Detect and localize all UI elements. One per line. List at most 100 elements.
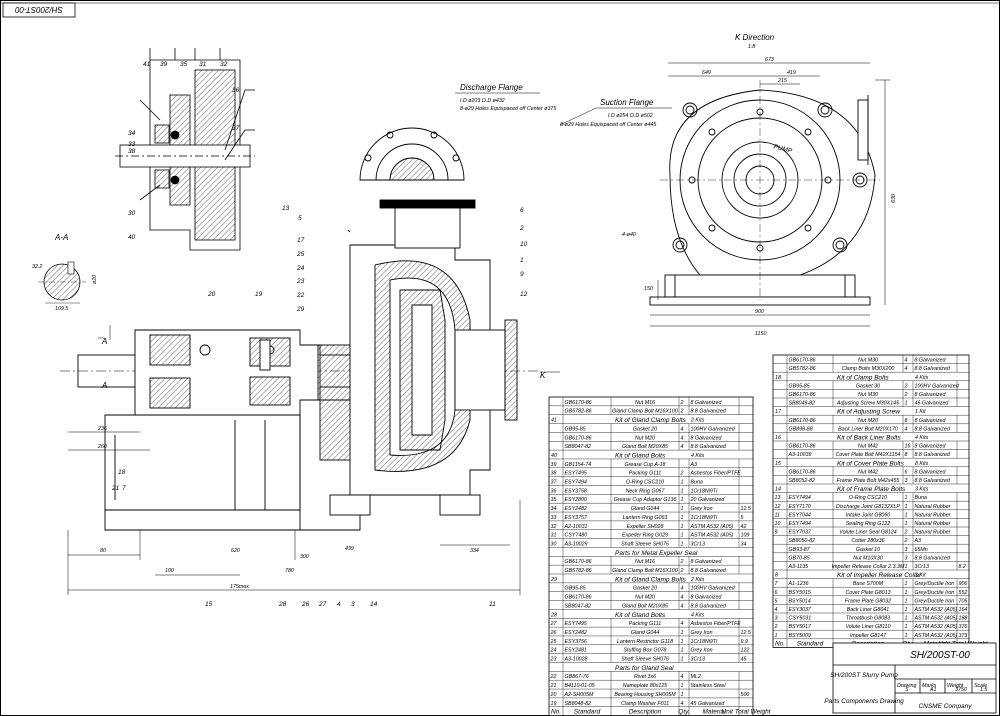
cell-mat: Grey Iron (691, 506, 713, 512)
cell-w: 9.9 (741, 639, 748, 645)
cell-mat: 45 Galvanized (915, 401, 950, 407)
cell-qty: 1 (681, 506, 684, 512)
svg-text:13: 13 (282, 205, 290, 212)
cell-std: ESY3757 (565, 515, 588, 521)
svg-text:I.D ø254 O.D ø502: I.D ø254 O.D ø502 (608, 113, 653, 119)
cell-mat: 8.8 Galvanized (915, 426, 951, 432)
cell-mat: 8.8 Galvanized (915, 366, 951, 372)
cell-mat: Grey/Ductile Iron (915, 598, 955, 604)
svg-text:8-ø29 Holes Equispaced off Cen: 8-ø29 Holes Equispaced off Center ø445 (560, 122, 656, 128)
svg-text:Scale: Scale (974, 683, 987, 689)
cell-qty: 1 (681, 533, 684, 539)
table-row: Parts for Gland Seal (562, 662, 674, 672)
cell-mat: Natural Rubber (915, 521, 951, 527)
cell-qty: 2 (904, 530, 908, 536)
kit-heading: Kit of Cover Plate Bolts (837, 460, 905, 467)
cell-desc: Nut M16 (635, 559, 655, 565)
cell-desc: Nut M16 (635, 400, 655, 406)
cell-no: 5 (775, 598, 778, 604)
svg-text:K Direction: K Direction (735, 33, 775, 42)
cell-qty: 4 (681, 595, 684, 601)
cell-desc: Shaft Sleeve SH075 (621, 541, 669, 547)
cell-qty: 1 (905, 633, 908, 639)
svg-text:A: A (101, 381, 107, 390)
cell-qty: 4 (681, 435, 684, 441)
cell-desc: Nut M10X30 (853, 555, 882, 561)
cell-qty: 1 (905, 504, 908, 510)
cell-std: ESY7494 (565, 480, 587, 486)
svg-text:12: 12 (520, 291, 528, 298)
cell-mat: 100HV Galvanized (691, 426, 736, 432)
cell-w: 373 (959, 633, 968, 639)
cell-mat: Grey Iron (691, 648, 713, 654)
cell-qty: 2 (680, 409, 684, 415)
cell-qty: 1 (905, 598, 908, 604)
cell-qty: 3 (905, 555, 908, 561)
cell-mat: 65Mn (915, 547, 928, 553)
cell-mat: 8.8 Galvanized (691, 409, 727, 415)
cell-qty: 4 (681, 586, 684, 592)
kit-heading: Parts for Gland Seal (615, 665, 674, 672)
cell-desc: Gland Clamp Bolt M16X100 (612, 409, 678, 415)
cell-qty: 1 (905, 512, 908, 518)
kit-count: 8 Kits (915, 461, 929, 467)
cell-mat: 3Cr13 (691, 541, 705, 547)
cell-desc: Gasket 20 (633, 426, 657, 432)
svg-text:21: 21 (111, 485, 120, 492)
kit-count: 2 Kits (690, 577, 705, 583)
cell-desc: Nameplate 80x125 (623, 683, 668, 689)
svg-text:Drawing: Drawing (897, 683, 916, 689)
header-no: No. (551, 709, 561, 716)
cell-desc: Nut M20 (635, 595, 655, 601)
cell-no: 2 (774, 624, 778, 630)
svg-text:260: 260 (97, 444, 107, 450)
cell-std: BSY5017 (789, 624, 812, 630)
kit-heading: Parts for Metal Expeller Seal (615, 550, 698, 557)
svg-text:175max: 175max (230, 584, 249, 590)
row-number: 14 (775, 487, 781, 493)
svg-text:32.2: 32.2 (32, 264, 42, 270)
cell-mat: Natural Rubber (915, 530, 951, 536)
svg-text:A1: A1 (929, 687, 937, 693)
cell-std: ESY3037 (789, 607, 812, 613)
cell-desc: Back Liner G8041 (847, 607, 889, 613)
cell-mat: ASTM A532 (A05) (914, 633, 958, 639)
cell-desc: Throatbush G8083 (846, 616, 890, 622)
rotated-drawing-number: SH/200ST-00 (15, 5, 63, 14)
cell-qty: 2 (680, 471, 684, 477)
svg-text:1:8: 1:8 (748, 44, 755, 50)
svg-text:ø20: ø20 (92, 275, 98, 284)
svg-text:37: 37 (232, 125, 240, 132)
kit-heading: Kit of Gland Bolts (615, 612, 666, 619)
cell-std: GB95-85 (565, 426, 586, 432)
cell-desc: Clamp Washer F011 (621, 701, 669, 707)
kit-heading: Kit of Frame Plate Bolts (837, 486, 906, 493)
row-number: 18 (775, 375, 781, 381)
svg-text:109.5: 109.5 (55, 306, 68, 312)
cell-mat: 8.8 Galvanized (915, 555, 951, 561)
cell-std: ESY7044 (789, 512, 811, 518)
kit-heading: Kit of Clamp Bolts (837, 374, 889, 381)
cell-no: 22 (550, 674, 557, 680)
cell-desc: Nut M20 (858, 418, 878, 424)
row-number: 28 (550, 612, 557, 618)
cell-mat: 100HV Galvanized (691, 586, 736, 592)
